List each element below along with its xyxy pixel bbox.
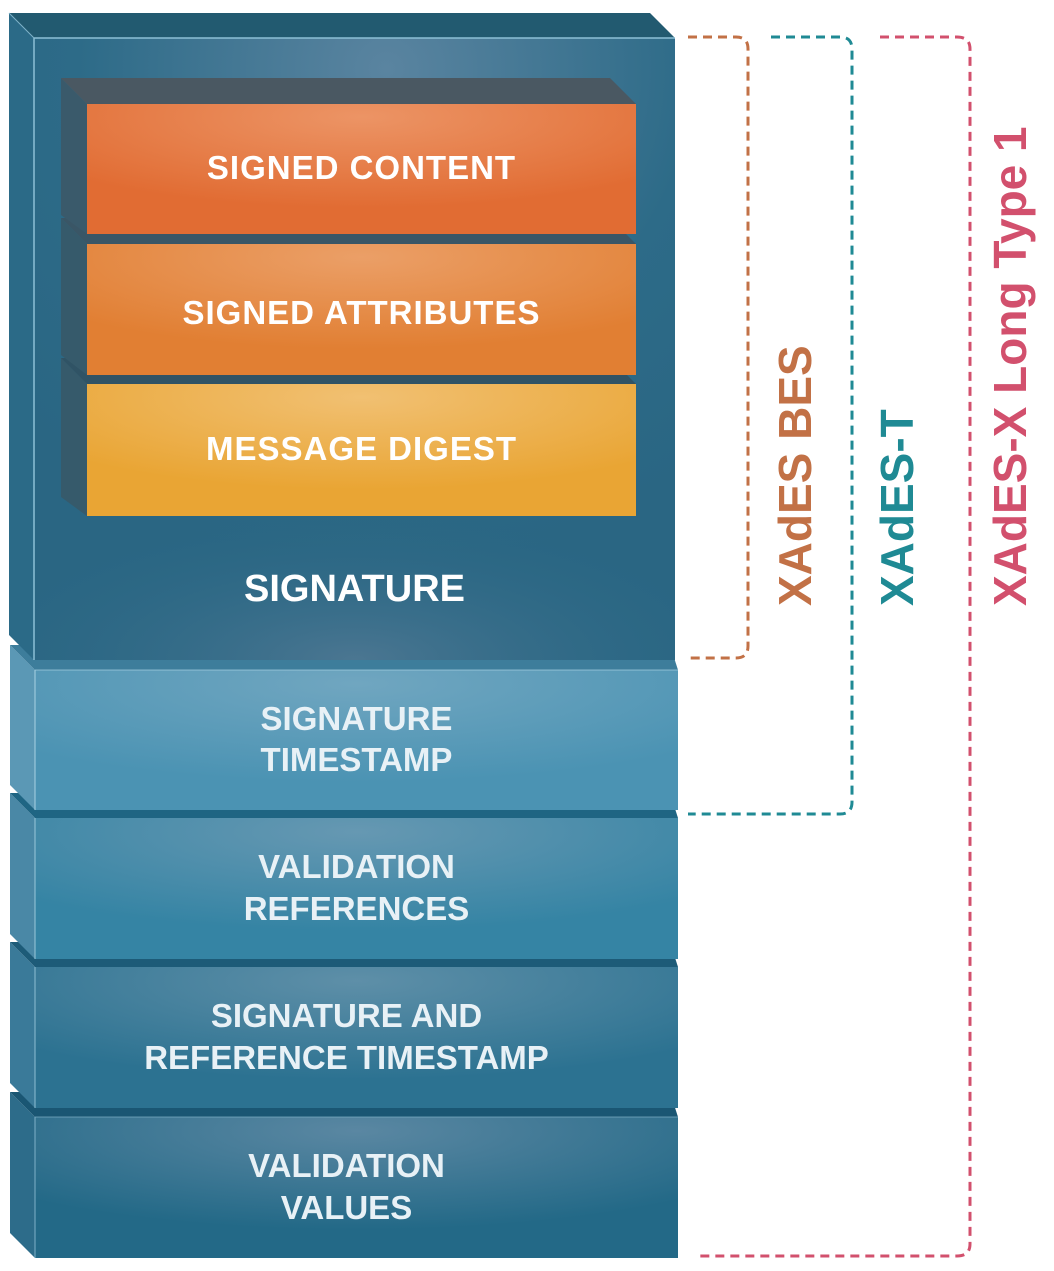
layer-label-line1: VALIDATION <box>248 1147 445 1184</box>
layer-message-digest: MESSAGE DIGEST <box>87 384 636 516</box>
layer-label-line2: REFERENCES <box>243 890 470 927</box>
layer-label-line2: VALUES <box>280 1189 413 1226</box>
layer-label-line1: SIGNATURE <box>260 700 453 737</box>
layer-label-line1: SIGNATURE AND <box>210 997 483 1034</box>
layer-signature-timestamp: SIGNATURE TIMESTAMP <box>35 670 678 810</box>
label-xades-t: XAdES-T <box>871 409 923 606</box>
signature-block: SIGNATURE <box>34 560 675 620</box>
layer-label: SIGNED ATTRIBUTES <box>182 294 541 331</box>
label-xades-bes: XAdES BES <box>769 345 821 606</box>
layer-signature-timestamp-shape <box>10 645 678 810</box>
layer-sig-ref-timestamp: SIGNATURE AND REFERENCE TIMESTAMP <box>25 967 668 1108</box>
layer-validation-values: VALIDATION VALUES <box>25 1117 668 1258</box>
layer-label-line1: VALIDATION <box>258 848 455 885</box>
layer-label: SIGNED CONTENT <box>206 149 517 186</box>
layer-signed-content: SIGNED CONTENT <box>87 104 636 234</box>
layer-signed-attributes: SIGNED ATTRIBUTES <box>87 244 636 375</box>
layer-label-line2: TIMESTAMP <box>260 741 453 778</box>
layer-validation-references: VALIDATION REFERENCES <box>35 818 678 959</box>
label-xades-x-long-type-1: XAdES-X Long Type 1 <box>984 126 1036 606</box>
signature-title: SIGNATURE <box>244 568 465 610</box>
layer-label-line2: REFERENCE TIMESTAMP <box>144 1039 549 1076</box>
bracket-xades-x-long <box>698 35 972 1258</box>
bracket-xades-bes <box>688 35 750 660</box>
bracket-xades-t <box>688 35 854 816</box>
layer-label: MESSAGE DIGEST <box>205 430 518 467</box>
layer-signed-content-shape <box>61 78 636 234</box>
